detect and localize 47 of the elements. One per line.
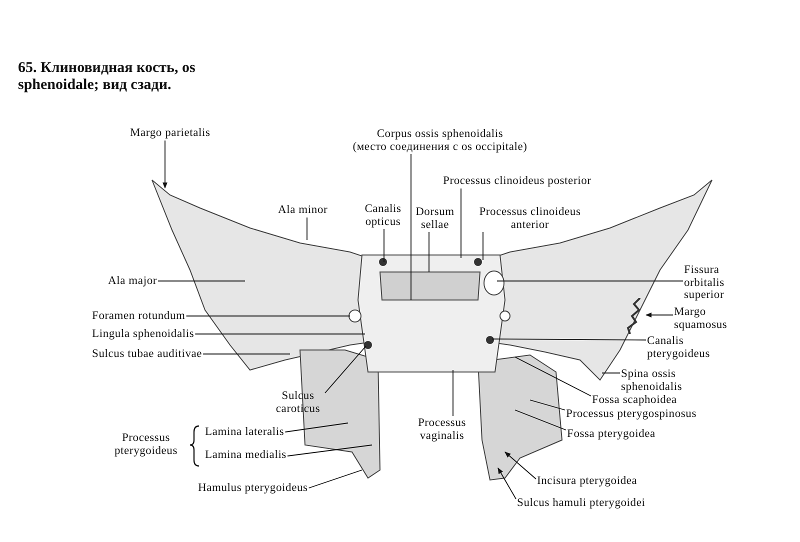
leader-line <box>410 154 412 300</box>
leader-line <box>306 217 308 240</box>
anatomy-label: Processus pterygospinosus <box>566 408 696 420</box>
figure-title: 65. Клиновидная кость, os sphenoidale; вид сзади. <box>18 60 196 94</box>
anatomy-label: Fossa pterygoidea <box>567 428 656 440</box>
leader-line <box>492 338 646 340</box>
anatomy-label: Ala major <box>108 275 158 288</box>
leader-line <box>482 232 484 260</box>
anatomy-label: Processus clinoideus anterior <box>468 206 592 231</box>
anatomy-label: Canalis opticus <box>360 203 406 228</box>
leader-line <box>324 346 366 394</box>
leader-line <box>460 188 462 258</box>
leader-arrow <box>645 312 674 318</box>
leader-line <box>287 444 372 456</box>
leader-arrow <box>504 452 536 480</box>
leader-line <box>530 400 566 410</box>
anatomy-label: Lingula sphenoidalis <box>92 328 194 340</box>
anatomy-label: Lamina medialis <box>205 449 286 462</box>
leader-arrow <box>498 467 516 500</box>
anatomy-label: Dorsum sellae <box>410 206 460 231</box>
anatomy-label: Fissura orbitalis superior <box>684 264 744 302</box>
anatomy-label: Margo squamosus <box>674 306 744 331</box>
leader-line <box>602 372 620 374</box>
anatomy-label: Spina ossis sphenoidalis <box>621 368 701 393</box>
leader-line <box>514 410 566 430</box>
anatomy-label: Lamina lateralis <box>205 426 284 438</box>
anatomy-label: Sulcus hamuli pterygoidei <box>517 497 646 510</box>
leader-arrow <box>162 140 168 189</box>
leader-line <box>496 280 684 282</box>
anatomy-label: Processus clinoideus posterior <box>443 175 592 188</box>
leader-line <box>158 280 246 282</box>
leader-line <box>308 470 362 488</box>
anatomy-label: Incisura pterygoidea <box>537 475 638 488</box>
leader-line <box>284 422 348 432</box>
anatomy-label: Canalis pterygoideus <box>647 335 727 360</box>
leader-line <box>428 232 430 272</box>
anatomy-label: Corpus ossis sphenoidalis (место соединения с os occipitale) <box>320 128 560 153</box>
anatomy-label: Processus vaginalis <box>412 417 472 442</box>
anatomy-label: Margo parietalis <box>130 127 210 140</box>
leader-line <box>514 356 592 396</box>
anatomy-label: Hamulus pterygoideus <box>198 482 308 494</box>
leader-line <box>452 370 454 416</box>
group-label: Processus pterygoideus <box>113 432 178 457</box>
anatomy-label: Ala minor <box>278 204 328 216</box>
anatomy-label: Foramen rotundum <box>92 310 186 322</box>
anatomy-label: Fossa scaphoidea <box>592 394 677 406</box>
anatomy-label: Sulcus tubae auditivae <box>92 348 202 360</box>
